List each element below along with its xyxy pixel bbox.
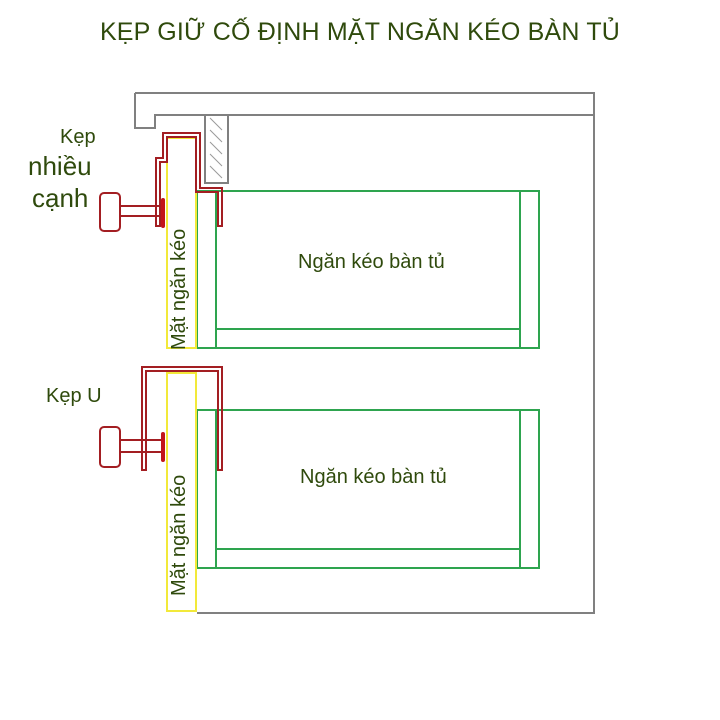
diagram-title: KẸP GIỮ CỐ ĐỊNH MẶT NGĂN KÉO BÀN TỦ xyxy=(99,18,621,46)
cabinet xyxy=(134,92,595,614)
label-clamp-multi-line2: nhiều xyxy=(28,151,92,181)
drawer-face-2-label: Mặt ngăn kéo xyxy=(168,474,190,596)
drawer-2 xyxy=(196,409,540,569)
label-clamp-multi-line1: Kẹp xyxy=(60,126,96,148)
drawer-face-1-label: Mặt ngăn kéo xyxy=(168,228,190,350)
hatch-pattern xyxy=(209,117,223,179)
label-clamp-multi-line3: cạnh xyxy=(32,183,89,213)
drawer-2-label: Ngăn kéo bàn tủ xyxy=(300,466,447,488)
clamp-u-handle xyxy=(99,426,121,468)
drawer-face-2 xyxy=(166,372,197,612)
clamp-u xyxy=(99,366,223,471)
drawer-1-label: Ngăn kéo bàn tủ xyxy=(298,251,445,273)
clamp-multi-edge xyxy=(99,132,223,232)
cabinet-top xyxy=(135,92,595,614)
clamp-multi-handle xyxy=(99,192,121,232)
cabinet-divider-post xyxy=(204,114,229,184)
label-clamp-u: Kẹp U xyxy=(46,385,102,407)
cabinet-top-lip xyxy=(134,93,594,129)
